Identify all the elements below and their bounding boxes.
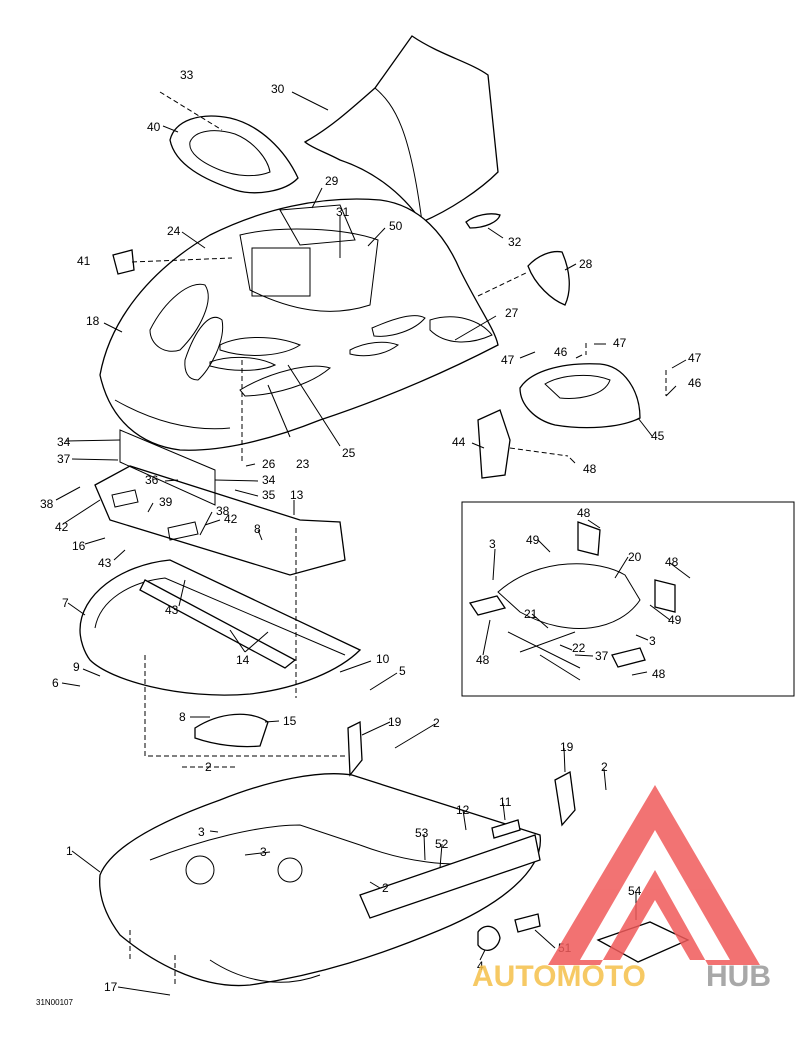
callout-26: 26 (262, 457, 276, 471)
callout-19-b: 19 (560, 740, 574, 754)
callout-16: 16 (72, 539, 86, 553)
watermark-word-a: AUTOMOTO (472, 960, 646, 993)
callout-28: 28 (579, 257, 593, 271)
callout-2-a: 2 (433, 716, 440, 730)
callout-54: 54 (628, 884, 642, 898)
callout-7: 7 (62, 596, 69, 610)
callout-46-b: 46 (688, 376, 702, 390)
drawing-code: 31N00107 (36, 998, 73, 1007)
reflector-51 (514, 913, 541, 933)
callout-5: 5 (399, 664, 406, 678)
callout-33: 33 (180, 68, 194, 82)
callout-39: 39 (159, 495, 173, 509)
callout-8-a: 8 (254, 522, 261, 536)
inset-detail (461, 501, 795, 697)
callout-48-e: 48 (652, 667, 666, 681)
callout-3-a: 3 (198, 825, 205, 839)
callout-3-c: 3 (489, 537, 496, 551)
callout-41: 41 (77, 254, 91, 268)
callout-20: 20 (628, 550, 642, 564)
triangle-logo-icon (548, 785, 760, 965)
callout-4: 4 (477, 959, 484, 973)
callout-40: 40 (147, 120, 161, 134)
callout-17: 17 (104, 980, 118, 994)
plate-15 (194, 713, 269, 748)
callout-18: 18 (86, 314, 100, 328)
callout-37-b: 37 (595, 649, 609, 663)
callout-49-b: 49 (668, 613, 682, 627)
leader-lines (55, 91, 691, 996)
callout-13: 13 (290, 488, 304, 502)
callout-3-d: 3 (649, 634, 656, 648)
callout-48-d: 48 (476, 653, 490, 667)
callout-37-a: 37 (57, 452, 71, 466)
callout-47-b: 47 (613, 336, 627, 350)
callout-1: 1 (66, 844, 73, 858)
callout-22: 22 (572, 641, 586, 655)
strip-11 (491, 819, 521, 839)
callout-32: 32 (508, 235, 522, 249)
callout-25: 25 (342, 446, 356, 460)
callout-6: 6 (52, 676, 59, 690)
console-panel (169, 115, 299, 194)
callout-35: 35 (262, 488, 276, 502)
callout-2-c: 2 (601, 760, 608, 774)
callout-52: 52 (435, 837, 449, 851)
callout-8-b: 8 (179, 710, 186, 724)
front-bumper (79, 559, 362, 696)
callout-19-a: 19 (388, 715, 402, 729)
belly-pan (99, 773, 541, 987)
windshield (303, 35, 499, 223)
callout-24: 24 (167, 224, 181, 238)
callouts: 33 30 40 29 31 50 24 41 32 28 18 27 47 4… (40, 68, 702, 994)
callout-47-a: 47 (501, 353, 515, 367)
callout-48-a: 48 (583, 462, 597, 476)
callout-12: 12 (456, 803, 470, 817)
side-bracket (477, 363, 641, 479)
callout-42-b: 42 (224, 512, 238, 526)
callout-2-d: 2 (382, 881, 389, 895)
callout-38-a: 38 (40, 497, 54, 511)
callout-29: 29 (325, 174, 339, 188)
watermark-word-b: HUB (706, 960, 771, 993)
bracket-19b (554, 770, 576, 827)
callout-21: 21 (524, 607, 538, 621)
callout-50: 50 (389, 219, 403, 233)
callout-48-c: 48 (665, 555, 679, 569)
callout-43-b: 43 (165, 603, 179, 617)
callout-14: 14 (236, 653, 250, 667)
callout-30: 30 (271, 82, 285, 96)
callout-53: 53 (415, 826, 429, 840)
handle-grip-32 (465, 213, 501, 229)
callout-34-b: 34 (262, 473, 276, 487)
callout-48-b: 48 (577, 506, 591, 520)
callout-27: 27 (505, 306, 519, 320)
callout-31: 31 (336, 205, 350, 219)
callout-3-b: 3 (260, 845, 267, 859)
watermark-logo: AUTOMOTO HUB (472, 785, 771, 993)
callout-49-a: 49 (526, 533, 540, 547)
callout-10: 10 (376, 652, 390, 666)
callout-36: 36 (145, 473, 159, 487)
callout-2-b: 2 (205, 760, 212, 774)
callout-9: 9 (73, 660, 80, 674)
callout-11: 11 (499, 795, 512, 809)
callout-42-a: 42 (55, 520, 69, 534)
hood (99, 198, 499, 451)
cap-4 (477, 925, 501, 951)
callout-46-a: 46 (554, 345, 568, 359)
callout-47-c: 47 (688, 351, 702, 365)
callout-15: 15 (283, 714, 297, 728)
callout-38-b: 38 (216, 504, 230, 518)
callout-44: 44 (452, 435, 466, 449)
callout-43-a: 43 (98, 556, 112, 570)
side-panel-28 (527, 250, 570, 306)
callout-45: 45 (651, 429, 665, 443)
callout-23: 23 (296, 457, 310, 471)
callout-34-a: 34 (57, 435, 71, 449)
bracket-41 (112, 249, 135, 275)
front-frame (94, 429, 346, 576)
bracket-19a (347, 720, 363, 777)
